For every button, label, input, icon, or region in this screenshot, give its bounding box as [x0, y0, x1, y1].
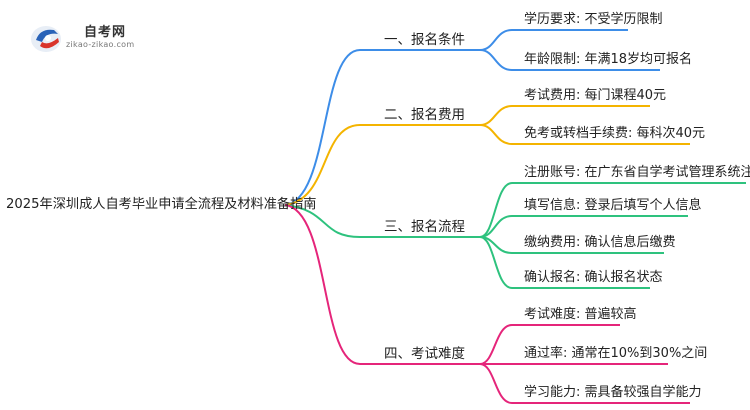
leaf-exam-fee: 考试费用: 每门课程40元: [524, 88, 667, 103]
connector-branch2-leaf1: [479, 105, 650, 126]
leaf-pay-fee: 缴纳费用: 确认信息后缴费: [524, 235, 676, 250]
logo-title: 自考网: [84, 25, 127, 40]
connector-branch1-leaf2: [479, 49, 660, 71]
connector-branch3-leaf4: [479, 236, 650, 289]
logo-url: zikao-zikao.com: [66, 40, 135, 49]
leaf-education-requirement: 学历要求: 不受学历限制: [524, 12, 663, 27]
connector-branch2-leaf2: [479, 124, 690, 145]
connector-root-branch1: [284, 49, 480, 206]
connector-root-branch2: [284, 124, 480, 206]
branch-conditions: 一、报名条件: [384, 32, 465, 48]
leaf-confirm-registration: 确认报名: 确认报名状态: [524, 270, 663, 285]
site-logo: 自考网 zikao-zikao.com: [28, 20, 178, 56]
logo-icon: [31, 26, 61, 52]
connector-root-branch4: [284, 204, 480, 365]
connector-branch3-leaf1: [479, 182, 746, 238]
connector-branch3-leaf2: [479, 215, 688, 238]
leaf-exemption-fee: 免考或转档手续费: 每科次40元: [524, 126, 706, 141]
connector-branch1-leaf1: [479, 29, 628, 51]
leaf-age-limit: 年龄限制: 年满18岁均可报名: [524, 52, 693, 67]
connector-branch4-leaf1: [479, 324, 620, 365]
leaf-pass-rate: 通过率: 通常在10%到30%之间: [524, 346, 708, 361]
branch-difficulty: 四、考试难度: [384, 346, 465, 362]
leaf-learning-ability: 学习能力: 需具备较强自学能力: [524, 385, 702, 400]
root-topic: 2025年深圳成人自考毕业申请全流程及材料准备指南: [6, 197, 317, 212]
branch-fees: 二、报名费用: [384, 107, 465, 123]
leaf-exam-difficulty: 考试难度: 普遍较高: [524, 307, 637, 322]
leaf-fill-info: 填写信息: 登录后填写个人信息: [524, 198, 702, 213]
branch-process: 三、报名流程: [384, 219, 465, 235]
connector-branch4-leaf3: [479, 363, 690, 404]
leaf-register-account: 注册账号: 在广东省自学考试管理系统注册: [524, 165, 750, 180]
connector-root-branch3: [284, 204, 480, 238]
